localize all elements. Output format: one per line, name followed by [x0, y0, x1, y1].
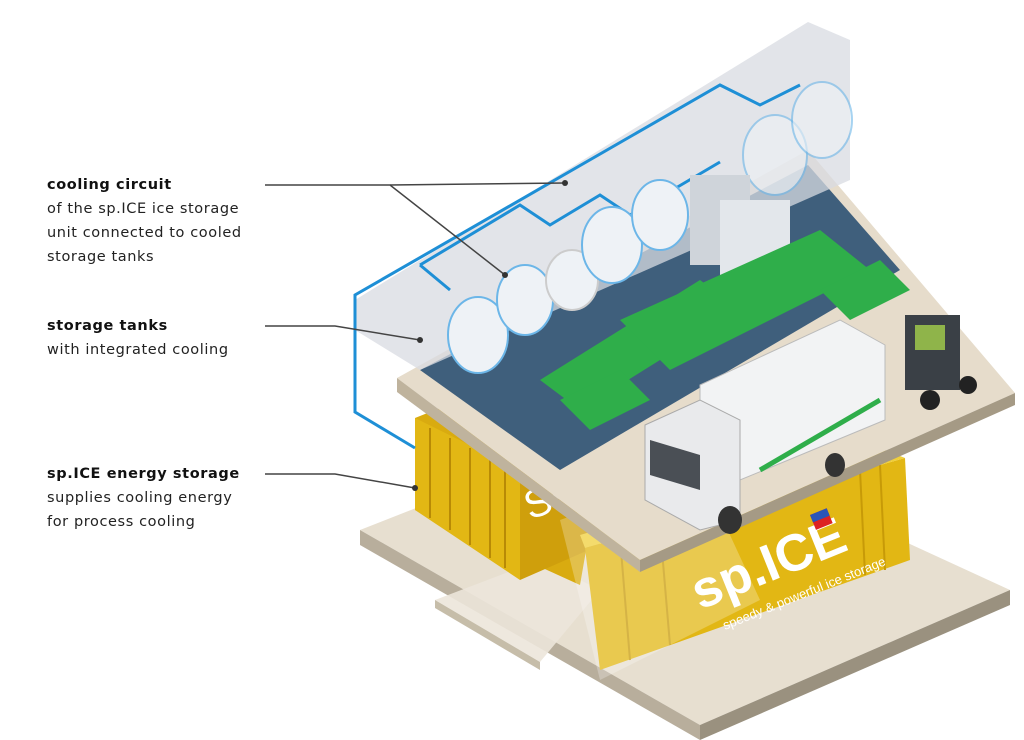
leader-lines	[265, 182, 566, 489]
storage-tanks	[447, 81, 853, 374]
label-storage-tanks: storage tanks with integrated cooling	[47, 314, 229, 362]
label-line: unit connected to cooled	[47, 225, 242, 241]
label-line: for process cooling	[47, 514, 196, 530]
cans	[540, 230, 910, 430]
label-line: of the sp.ICE ice storage	[47, 201, 240, 217]
label-line: supplies cooling energy	[47, 490, 233, 506]
label-line: storage tanks	[47, 249, 155, 265]
leader-dots	[412, 180, 568, 491]
label-title: sp.ICE energy storage	[47, 466, 240, 482]
label-cooling-circuit: cooling circuit of the sp.ICE ice storag…	[47, 173, 242, 269]
label-title: cooling circuit	[47, 177, 172, 193]
label-energy-storage: sp.ICE energy storage supplies cooling e…	[47, 462, 240, 534]
label-title: storage tanks	[47, 318, 168, 334]
truck	[644, 319, 886, 534]
forklift	[905, 315, 977, 410]
label-line: with integrated cooling	[47, 342, 229, 358]
